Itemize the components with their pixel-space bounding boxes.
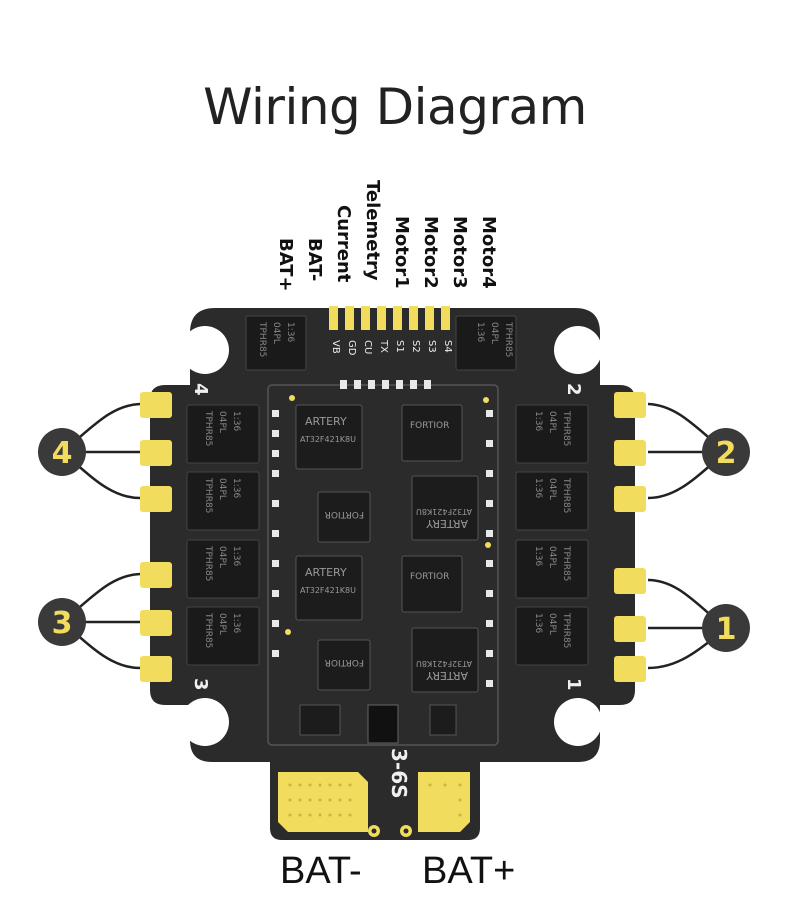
motor-badge-1: 1 [702, 604, 750, 652]
mosfets: TPHR85 04PL 1:36 TPHR85 04PL 1:36 TPHR85… [186, 315, 589, 666]
signal-pad-silkscreen: VB GD CU TX S1 S2 S3 S4 [330, 339, 453, 356]
motor-badge-3: 3 [38, 598, 86, 646]
svg-text:AT32F421K8U: AT32F421K8U [416, 659, 472, 668]
silk-s3: S3 [426, 340, 437, 353]
svg-text:04PL: 04PL [489, 322, 499, 344]
svg-text:TPHR85: TPHR85 [203, 545, 213, 581]
corner-number-1: 1 [563, 678, 584, 691]
diagram-title: Wiring Diagram [203, 78, 587, 136]
voltage-marking: 3-6S [387, 748, 411, 799]
svg-text:ARTERY: ARTERY [305, 566, 347, 579]
driver-chips: FORTIOR FORTIOR FORTIOR FORTIOR [317, 404, 463, 691]
svg-text:04PL: 04PL [271, 322, 281, 344]
svg-text:1:36: 1:36 [533, 411, 543, 431]
silk-cu: CU [362, 340, 373, 354]
motor-badge-4: 4 [38, 428, 86, 476]
svg-text:04PL: 04PL [217, 478, 227, 500]
pad-vias [368, 825, 412, 837]
battery-pads [278, 772, 470, 832]
svg-text:1: 1 [716, 612, 737, 647]
svg-text:TPHR85: TPHR85 [503, 321, 513, 357]
corner-number-4: 4 [190, 383, 211, 396]
svg-text:04PL: 04PL [547, 411, 557, 433]
pad-dot-grid [288, 783, 462, 817]
bat-minus-label: BAT- [280, 850, 362, 892]
svg-text:04PL: 04PL [217, 411, 227, 433]
bat-plus-pad [418, 772, 470, 832]
svg-text:TPHR85: TPHR85 [561, 410, 571, 446]
silk-vb: VB [330, 340, 341, 354]
svg-text:1:36: 1:36 [231, 478, 241, 498]
svg-text:AT32F421K8U: AT32F421K8U [300, 586, 356, 595]
passive-components [272, 380, 493, 687]
svg-text:ARTERY: ARTERY [305, 415, 347, 428]
motor-pads-left [140, 392, 172, 682]
motor-pads-right [614, 392, 646, 682]
corner-numbers: 4 2 3 1 [190, 383, 584, 691]
motor-badge-2: 2 [702, 428, 750, 476]
svg-text:1:36: 1:36 [231, 613, 241, 633]
pcb-board [150, 308, 635, 840]
test-points [285, 395, 491, 635]
lower-components [299, 704, 457, 744]
svg-text:AT32F421K8U: AT32F421K8U [416, 507, 472, 516]
mounting-holes [181, 326, 602, 746]
signal-pads [329, 306, 450, 330]
silk-s1: S1 [394, 340, 405, 353]
svg-text:1:36: 1:36 [533, 613, 543, 633]
svg-text:1:36: 1:36 [475, 322, 485, 342]
svg-text:1:36: 1:36 [533, 478, 543, 498]
svg-text:04PL: 04PL [547, 546, 557, 568]
svg-text:1:36: 1:36 [231, 411, 241, 431]
svg-text:FORTIOR: FORTIOR [325, 657, 364, 667]
mcu-chips: ARTERY AT32F421K8U ARTERY AT32F421K8U AR… [295, 404, 479, 693]
silk-gd: GD [346, 340, 357, 356]
svg-text:TPHR85: TPHR85 [203, 477, 213, 513]
bat-plus-label: BAT+ [422, 850, 516, 892]
svg-text:FORTIOR: FORTIOR [410, 421, 449, 431]
svg-text:3: 3 [52, 606, 73, 641]
svg-text:TPHR85: TPHR85 [561, 477, 571, 513]
silk-tx: TX [378, 339, 389, 353]
svg-text:04PL: 04PL [217, 613, 227, 635]
silk-s2: S2 [410, 340, 421, 353]
svg-text:1:36: 1:36 [231, 546, 241, 566]
svg-text:1:36: 1:36 [533, 546, 543, 566]
svg-text:TPHR85: TPHR85 [561, 612, 571, 648]
svg-text:TPHR85: TPHR85 [203, 410, 213, 446]
svg-text:1:36: 1:36 [285, 322, 295, 342]
bat-minus-pad [278, 772, 368, 832]
svg-text:4: 4 [52, 436, 73, 471]
corner-number-3: 3 [190, 678, 211, 691]
svg-text:TPHR85: TPHR85 [257, 321, 267, 357]
corner-number-2: 2 [563, 383, 584, 396]
svg-text:TPHR85: TPHR85 [561, 545, 571, 581]
svg-text:04PL: 04PL [217, 546, 227, 568]
silk-s4: S4 [442, 340, 453, 353]
svg-text:FORTIOR: FORTIOR [410, 572, 449, 582]
svg-text:ARTERY: ARTERY [426, 517, 468, 530]
svg-text:FORTIOR: FORTIOR [325, 509, 364, 519]
svg-text:TPHR85: TPHR85 [203, 612, 213, 648]
svg-text:AT32F421K8U: AT32F421K8U [300, 435, 356, 444]
svg-text:ARTERY: ARTERY [426, 669, 468, 682]
svg-text:2: 2 [716, 436, 737, 471]
svg-text:04PL: 04PL [547, 613, 557, 635]
svg-text:04PL: 04PL [547, 478, 557, 500]
